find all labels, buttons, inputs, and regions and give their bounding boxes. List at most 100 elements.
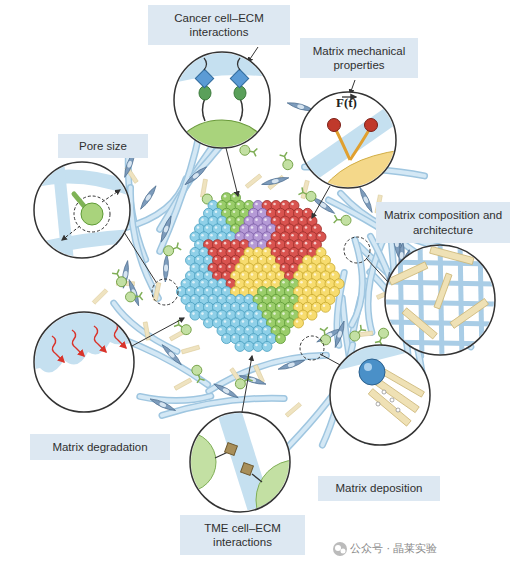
- cell-highlight: [206, 320, 209, 323]
- cell-highlight: [242, 320, 245, 323]
- cell-highlight: [197, 226, 200, 229]
- cell-highlight: [237, 344, 240, 347]
- cell-highlight: [305, 304, 308, 307]
- cell-highlight: [296, 211, 299, 214]
- cell-highlight: [237, 312, 240, 315]
- cell-highlight: [215, 211, 218, 214]
- cell-highlight: [282, 281, 285, 284]
- cell-highlight: [201, 250, 204, 253]
- cell-highlight: [201, 312, 204, 315]
- cell-highlight: [201, 265, 204, 268]
- cell-highlight: [282, 265, 285, 268]
- cell-highlight: [287, 320, 290, 323]
- cell-highlight: [300, 265, 303, 268]
- fibroblast: [183, 165, 208, 187]
- cell-highlight: [260, 242, 263, 245]
- cell-highlight: [273, 297, 276, 300]
- ecm-fiber: [352, 240, 363, 325]
- cell-highlight: [260, 336, 263, 339]
- cell-highlight: [242, 336, 245, 339]
- cell-highlight: [219, 250, 222, 253]
- cell-highlight: [282, 203, 285, 206]
- cell-highlight: [260, 304, 263, 307]
- inset-composition: [380, 240, 500, 360]
- cell-highlight: [224, 320, 227, 323]
- collagen-rod: [181, 345, 199, 354]
- label-box: Cancer cell–ECM interactions: [148, 5, 290, 45]
- cell-highlight: [273, 265, 276, 268]
- box-label: Pore size: [79, 139, 127, 153]
- cell-highlight: [260, 320, 263, 323]
- cell-highlight: [260, 226, 263, 229]
- cell-highlight: [206, 242, 209, 245]
- cell-highlight: [269, 304, 272, 307]
- cell-highlight: [246, 250, 249, 253]
- cell-highlight: [273, 281, 276, 284]
- cell-highlight: [305, 273, 308, 276]
- cell-highlight: [215, 320, 218, 323]
- cell-highlight: [332, 289, 335, 292]
- cell-highlight: [291, 265, 294, 268]
- cell-highlight: [224, 226, 227, 229]
- cell-highlight: [282, 218, 285, 221]
- cell-highlight: [188, 258, 191, 261]
- collagen-rod: [285, 402, 301, 417]
- cell-highlight: [309, 297, 312, 300]
- cell-highlight: [233, 258, 236, 261]
- tumor-cell: [307, 310, 317, 320]
- cell-highlight: [291, 297, 294, 300]
- cell-highlight: [179, 289, 182, 292]
- cell-highlight: [318, 250, 321, 253]
- cell-highlight: [255, 218, 258, 221]
- tumor-cell: [253, 341, 263, 351]
- tumor-cell: [204, 318, 214, 328]
- cell-highlight: [233, 304, 236, 307]
- cell-highlight: [192, 281, 195, 284]
- cell-highlight: [291, 234, 294, 237]
- tumor-cell: [190, 310, 200, 320]
- tumor-mass: [177, 193, 345, 352]
- cell-highlight: [219, 281, 222, 284]
- ecm-fiber: [140, 396, 211, 400]
- cell-highlight: [291, 218, 294, 221]
- cell-highlight: [233, 242, 236, 245]
- tumor-cell: [276, 334, 286, 344]
- ecm-fiber: [140, 396, 211, 400]
- cell-highlight: [215, 273, 218, 276]
- inset-cancer-cell-ecm: [164, 52, 280, 236]
- cell-highlight: [287, 211, 290, 214]
- inset-degradation: [30, 310, 140, 412]
- cell-highlight: [201, 218, 204, 221]
- cell-highlight: [224, 258, 227, 261]
- cell-highlight: [237, 250, 240, 253]
- cell-highlight: [300, 250, 303, 253]
- cell-highlight: [251, 242, 254, 245]
- cell-highlight: [255, 234, 258, 237]
- cell-highlight: [246, 265, 249, 268]
- cell-highlight: [201, 297, 204, 300]
- cell-highlight: [300, 281, 303, 284]
- fibroblast: [333, 320, 347, 348]
- cell-highlight: [192, 312, 195, 315]
- fibroblast: [277, 358, 305, 372]
- cell-highlight: [242, 211, 245, 214]
- cell-highlight: [318, 297, 321, 300]
- label-box: Matrix mechanical properties: [300, 38, 418, 78]
- cell-highlight: [264, 297, 267, 300]
- cell-highlight: [323, 273, 326, 276]
- cell-highlight: [300, 297, 303, 300]
- cell-highlight: [237, 297, 240, 300]
- cell-highlight: [246, 203, 249, 206]
- cell-highlight: [228, 250, 231, 253]
- cell-highlight: [296, 242, 299, 245]
- cell-highlight: [323, 258, 326, 261]
- zoom-circle: [152, 237, 370, 360]
- cell-highlight: [242, 242, 245, 245]
- cell-highlight: [255, 281, 258, 284]
- immune-cell: [348, 324, 367, 343]
- cell-highlight: [219, 218, 222, 221]
- cell-highlight: [291, 281, 294, 284]
- cell-highlight: [264, 203, 267, 206]
- cell-highlight: [206, 304, 209, 307]
- label-box: Matrix degradation: [30, 434, 170, 460]
